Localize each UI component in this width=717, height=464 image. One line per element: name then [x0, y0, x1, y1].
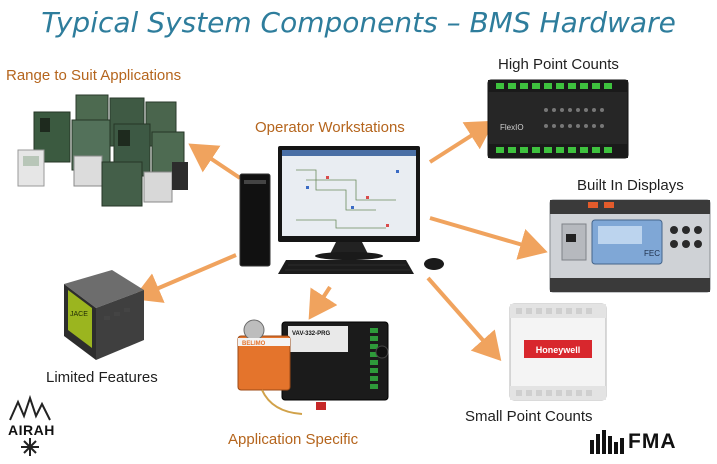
operator-workstation-image — [239, 146, 444, 274]
application-specific-controller-image: VAV-332-PRG BELIMO — [237, 319, 389, 415]
arrow-to-application — [308, 285, 338, 320]
jace-label-text: JACE — [70, 311, 88, 318]
flexio-logo-text: FlexIO — [500, 123, 524, 132]
fec-display-text: FEC — [644, 249, 660, 258]
honeywell-brand-text: Honeywell — [536, 345, 581, 355]
label-small-point-counts: Small Point Counts — [465, 408, 593, 425]
high-point-controller-image: FlexIO — [487, 79, 629, 159]
arrow-to-limited — [132, 253, 237, 303]
arrow-to-high-point — [428, 120, 495, 164]
label-application-specific: Application Specific — [228, 431, 359, 448]
built-in-display-controller-image: FEC — [549, 199, 711, 293]
arrow-to-range — [188, 143, 242, 180]
label-built-in-displays: Built In Displays — [577, 177, 684, 194]
label-limited-features: Limited Features — [46, 369, 158, 386]
label-operator-workstations: Operator Workstations — [255, 119, 405, 136]
airah-logo-text: AIRAH — [8, 422, 55, 438]
arrow-to-small-point — [426, 276, 502, 361]
controller-range-image — [17, 94, 188, 207]
fma-logo-text: FMA — [628, 430, 677, 453]
label-range-to-suit: Range to Suit Applications — [6, 67, 182, 84]
airah-logo — [9, 394, 51, 456]
label-high-point-counts: High Point Counts — [498, 56, 619, 73]
arrow-to-built-in — [429, 216, 548, 260]
belimo-brand-text: BELIMO — [242, 341, 266, 347]
limited-features-controller-image: JACE — [64, 270, 144, 360]
small-point-controller-image: Honeywell — [509, 303, 607, 401]
fma-logo — [590, 430, 624, 454]
vav-model-text: VAV-332-PRG — [292, 331, 330, 337]
page-title: Typical System Components – BMS Hardware — [41, 6, 676, 39]
